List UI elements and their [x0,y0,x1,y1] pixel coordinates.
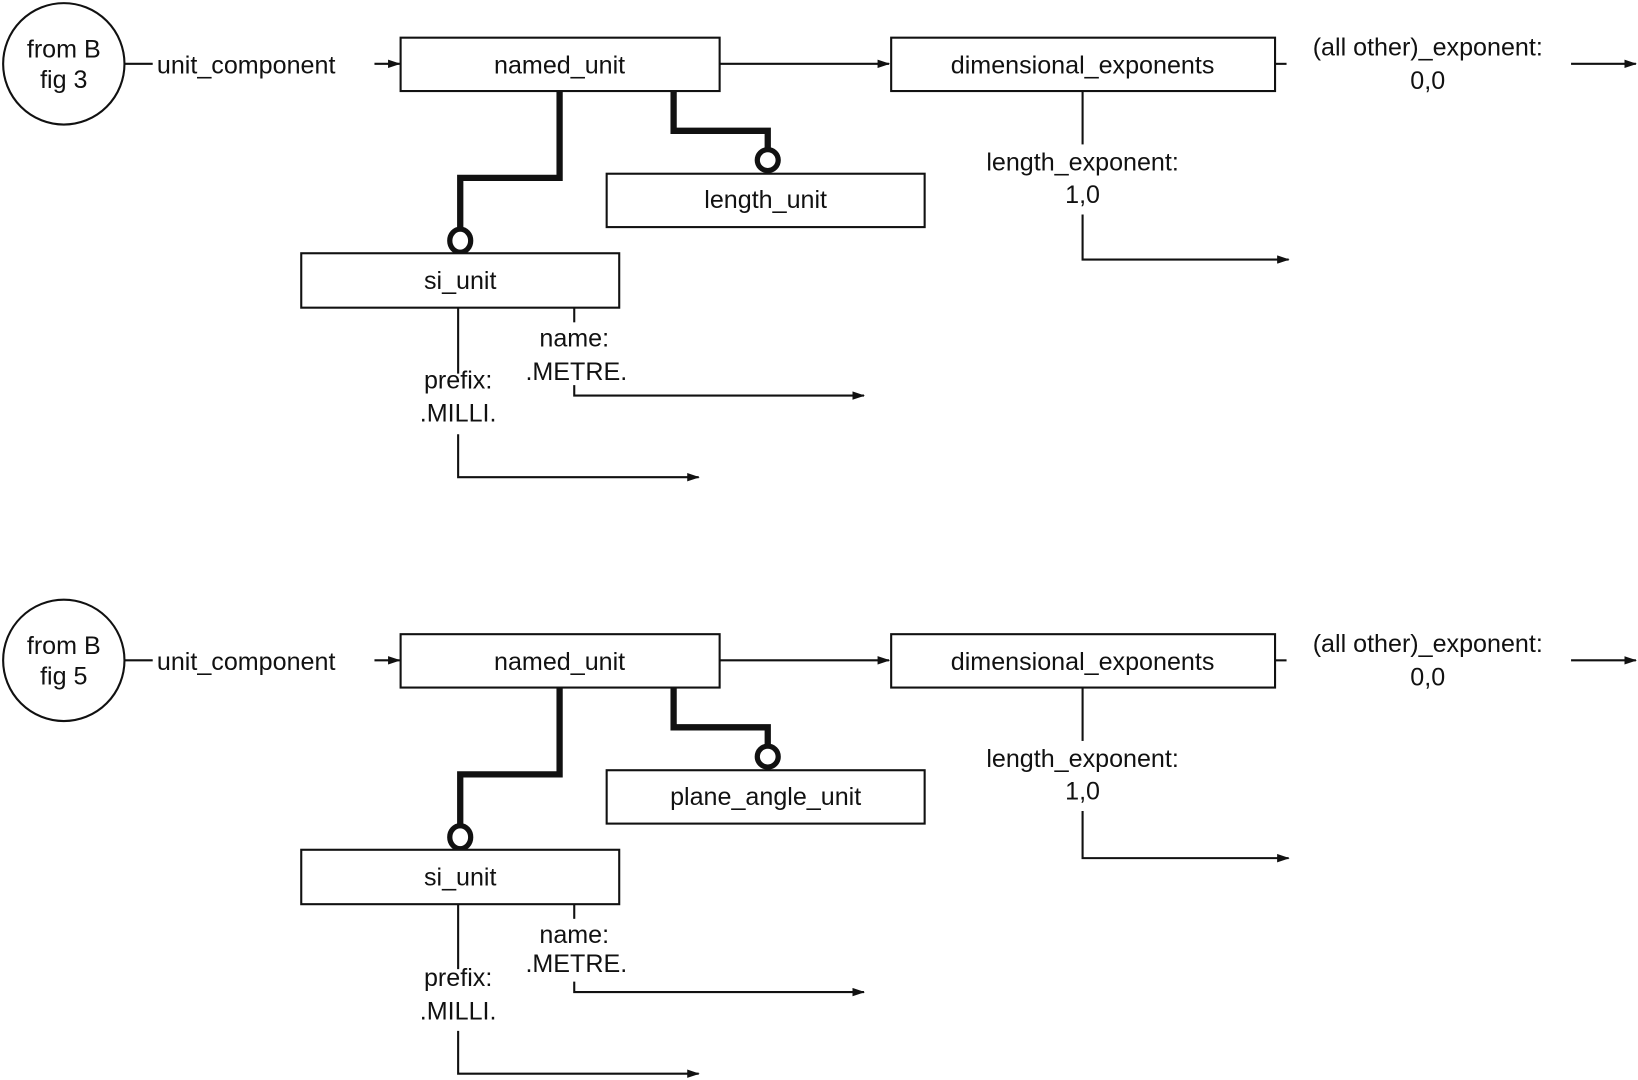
length-exponent-label: length_exponent: [986,745,1179,773]
ref-circle-line2: fig 3 [40,66,87,94]
reference-circle: from B fig 3 [2,2,126,126]
entity-subtype-2: length_unit [605,172,926,229]
length-exponent-value: 1,0 [1065,778,1100,806]
prefix-arrow [457,434,700,482]
entity-label: si_unit [424,267,497,295]
subtype-ring-icon [754,147,781,174]
name-arrow [573,385,866,400]
name-arrow [573,981,866,997]
name-label: name: [539,921,609,949]
entity-label: named_unit [494,51,625,79]
subtype-ring-icon [447,823,474,852]
length-exponent-arrow [1081,811,1290,863]
diagram-2: from B fig 5 unit_component named_unit d… [2,598,1637,1078]
subtype-line-2 [670,687,771,748]
entity-subtype-2: plane_angle_unit [605,769,926,825]
entity-label: length_unit [704,186,827,214]
length-exponent-arrow [1081,214,1290,264]
entity-si-unit: si_unit [300,252,621,309]
entity-label: si_unit [424,863,497,891]
diagram-1: from B fig 3 unit_component named_unit d… [2,2,1637,482]
input-relation-label: unit_component [157,648,336,676]
name-value: .METRE. [525,950,627,978]
other-exponent-value: 0,0 [1410,663,1445,691]
other-exponent-label: (all other)_exponent: [1313,33,1543,61]
entity-dimensional-exponents: dimensional_exponents [890,36,1277,93]
name-value: .METRE. [525,358,627,386]
subtype-line-si-unit [457,91,563,233]
ref-circle-line1: from B [27,632,101,660]
name-label: name: [539,324,609,352]
length-exponent-label: length_exponent: [986,149,1179,177]
prefix-label: prefix: [424,366,492,394]
entity-label: dimensional_exponents [951,51,1215,79]
entity-si-unit: si_unit [300,848,621,906]
subtype-line-2 [670,91,771,151]
prefix-label: prefix: [424,964,492,992]
entity-named-unit: named_unit [399,633,721,689]
entity-label: named_unit [494,648,625,676]
entity-label: plane_angle_unit [670,783,861,811]
reference-circle: from B fig 5 [2,598,126,723]
length-exponent-value: 1,0 [1065,181,1100,209]
prefix-arrow [457,1030,700,1078]
other-exponent-value: 0,0 [1410,67,1445,95]
subtype-ring-icon [447,226,474,255]
entity-label: dimensional_exponents [951,648,1215,676]
entity-named-unit: named_unit [399,36,721,93]
other-exponent-label: (all other)_exponent: [1313,630,1543,658]
entity-dimensional-exponents: dimensional_exponents [890,633,1277,689]
input-relation-label: unit_component [157,51,336,79]
subtype-line-si-unit [457,687,563,829]
ref-circle-line1: from B [27,36,101,64]
prefix-value: .MILLI. [420,997,497,1025]
prefix-value: .MILLI. [420,400,497,428]
ref-circle-line2: fig 5 [40,662,87,690]
subtype-ring-icon [754,743,781,770]
